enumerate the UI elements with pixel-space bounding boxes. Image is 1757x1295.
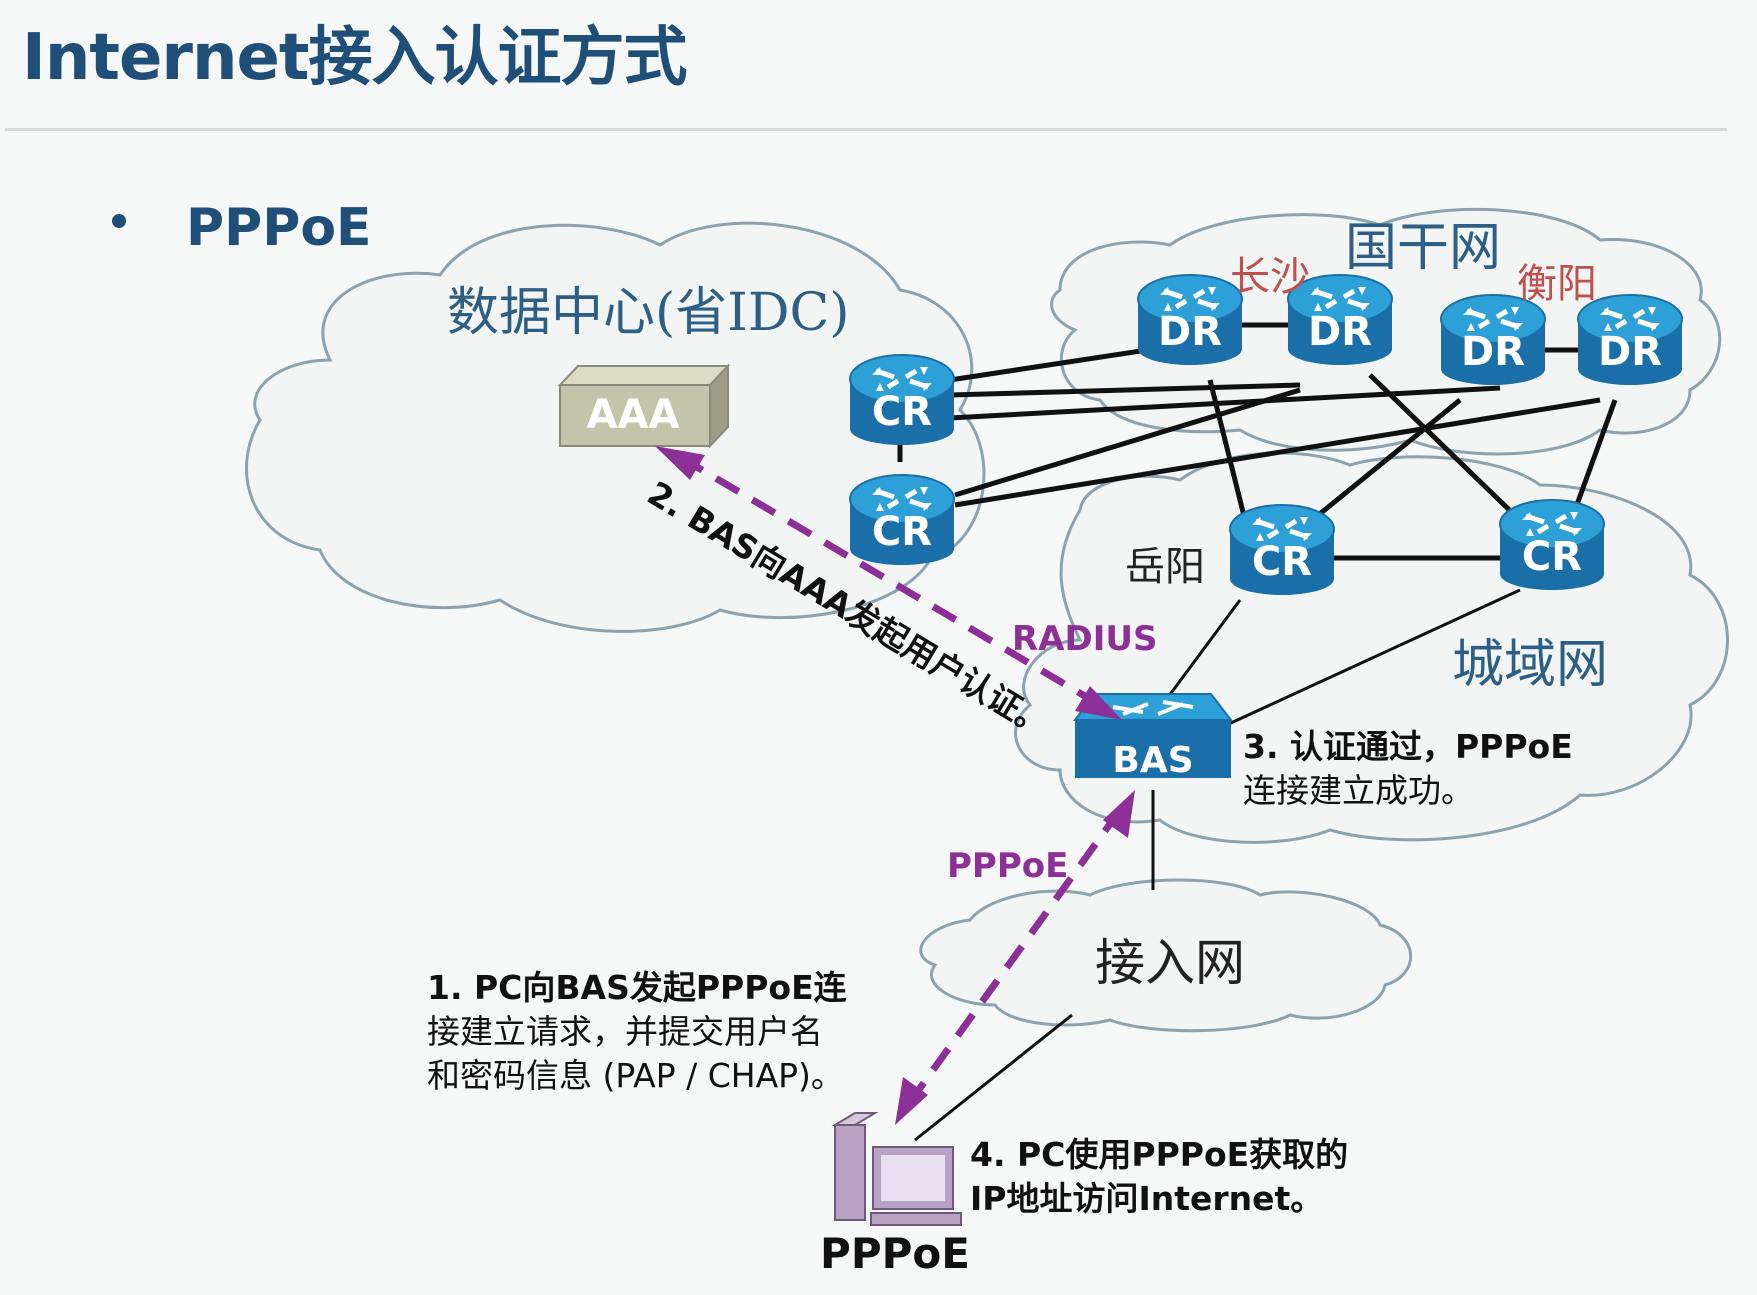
- router-dr-2[interactable]: DR: [1287, 274, 1393, 365]
- step-1-line-3: 和密码信息 (PAP / CHAP)。: [427, 1056, 844, 1095]
- router-bas[interactable]: BAS: [1072, 693, 1234, 781]
- cloud-label-access: 接入网: [1095, 934, 1245, 992]
- pc-icon[interactable]: [831, 1112, 962, 1226]
- page-title: Internet接入认证方式: [22, 21, 687, 95]
- cloud-label-metro: 城域网: [1452, 635, 1608, 695]
- bullet-icon: [112, 214, 126, 228]
- pppoe-dashed-line: [907, 807, 1123, 1105]
- router-cr-idc-2[interactable]: CR: [849, 474, 955, 565]
- router-dr-4[interactable]: DR: [1577, 294, 1683, 385]
- city-label-hengyang: 衡阳: [1517, 261, 1597, 307]
- bas-label: BAS: [1112, 740, 1193, 781]
- router-label: DR: [1158, 309, 1222, 355]
- step-4-line-2: IP地址访问Internet。: [970, 1179, 1323, 1218]
- link-cr1-dr2: [949, 382, 1301, 398]
- city-label-changsha: 长沙: [1230, 254, 1310, 300]
- arrowhead-up-bas: [1103, 790, 1135, 838]
- title-divider: [5, 128, 1727, 131]
- cloud-label-idc: 数据中心(省IDC): [447, 283, 850, 343]
- link-cr2-dr4: [954, 397, 1601, 508]
- router-label: CR: [1522, 534, 1582, 580]
- step-1-line-2: 接建立请求，并提交用户名: [427, 1012, 823, 1051]
- router-dr-3[interactable]: DR: [1440, 294, 1546, 385]
- cloud-label-backbone: 国干网: [1345, 218, 1501, 278]
- step-4-line-1: 4. PC使用PPPoE获取的: [970, 1135, 1348, 1174]
- city-label-yueyang: 岳阳: [1125, 544, 1205, 590]
- protocol-label-radius: RADIUS: [1012, 619, 1157, 659]
- arrowhead-to-bas: [1075, 686, 1122, 720]
- router-cr-idc-1[interactable]: CR: [849, 354, 955, 445]
- link-cr2-dr2: [954, 387, 1301, 498]
- router-dr-1[interactable]: DR: [1137, 274, 1243, 365]
- aaa-server-icon[interactable]: AAA: [557, 363, 731, 449]
- protocol-label-pppoe: PPPoE: [947, 846, 1068, 886]
- router-cr-metro-2[interactable]: CR: [1499, 499, 1605, 590]
- router-label: DR: [1461, 329, 1525, 375]
- router-label: DR: [1308, 309, 1372, 355]
- aaa-label: AAA: [587, 392, 680, 438]
- arrowhead-down-pc: [895, 1077, 928, 1125]
- router-cr-metro-1[interactable]: CR: [1229, 504, 1335, 595]
- link-access-pc: [914, 1013, 1073, 1142]
- link-dr3-cr3: [1298, 398, 1462, 532]
- arrowhead-to-aaa: [655, 446, 705, 480]
- bullet-pppoe: PPPoE: [186, 198, 372, 258]
- pc-label: PPPoE: [820, 1229, 970, 1278]
- link-dr4-cr4: [1572, 399, 1618, 511]
- link-cr1-dr3: [949, 385, 1501, 421]
- router-label: DR: [1598, 329, 1662, 375]
- step-3-line-1: 3. 认证通过，PPPoE: [1243, 727, 1573, 766]
- router-label: CR: [872, 509, 932, 555]
- link-cr4-bas: [1219, 588, 1521, 730]
- link-cr3-bas: [1158, 599, 1242, 709]
- link-dr2-cr4: [1368, 373, 1532, 532]
- router-label: CR: [872, 389, 932, 435]
- router-label: CR: [1252, 539, 1312, 585]
- step-1-line-1: 1. PC向BAS发起PPPoE连: [427, 968, 848, 1007]
- step-3-line-2: 连接建立成功。: [1243, 771, 1474, 810]
